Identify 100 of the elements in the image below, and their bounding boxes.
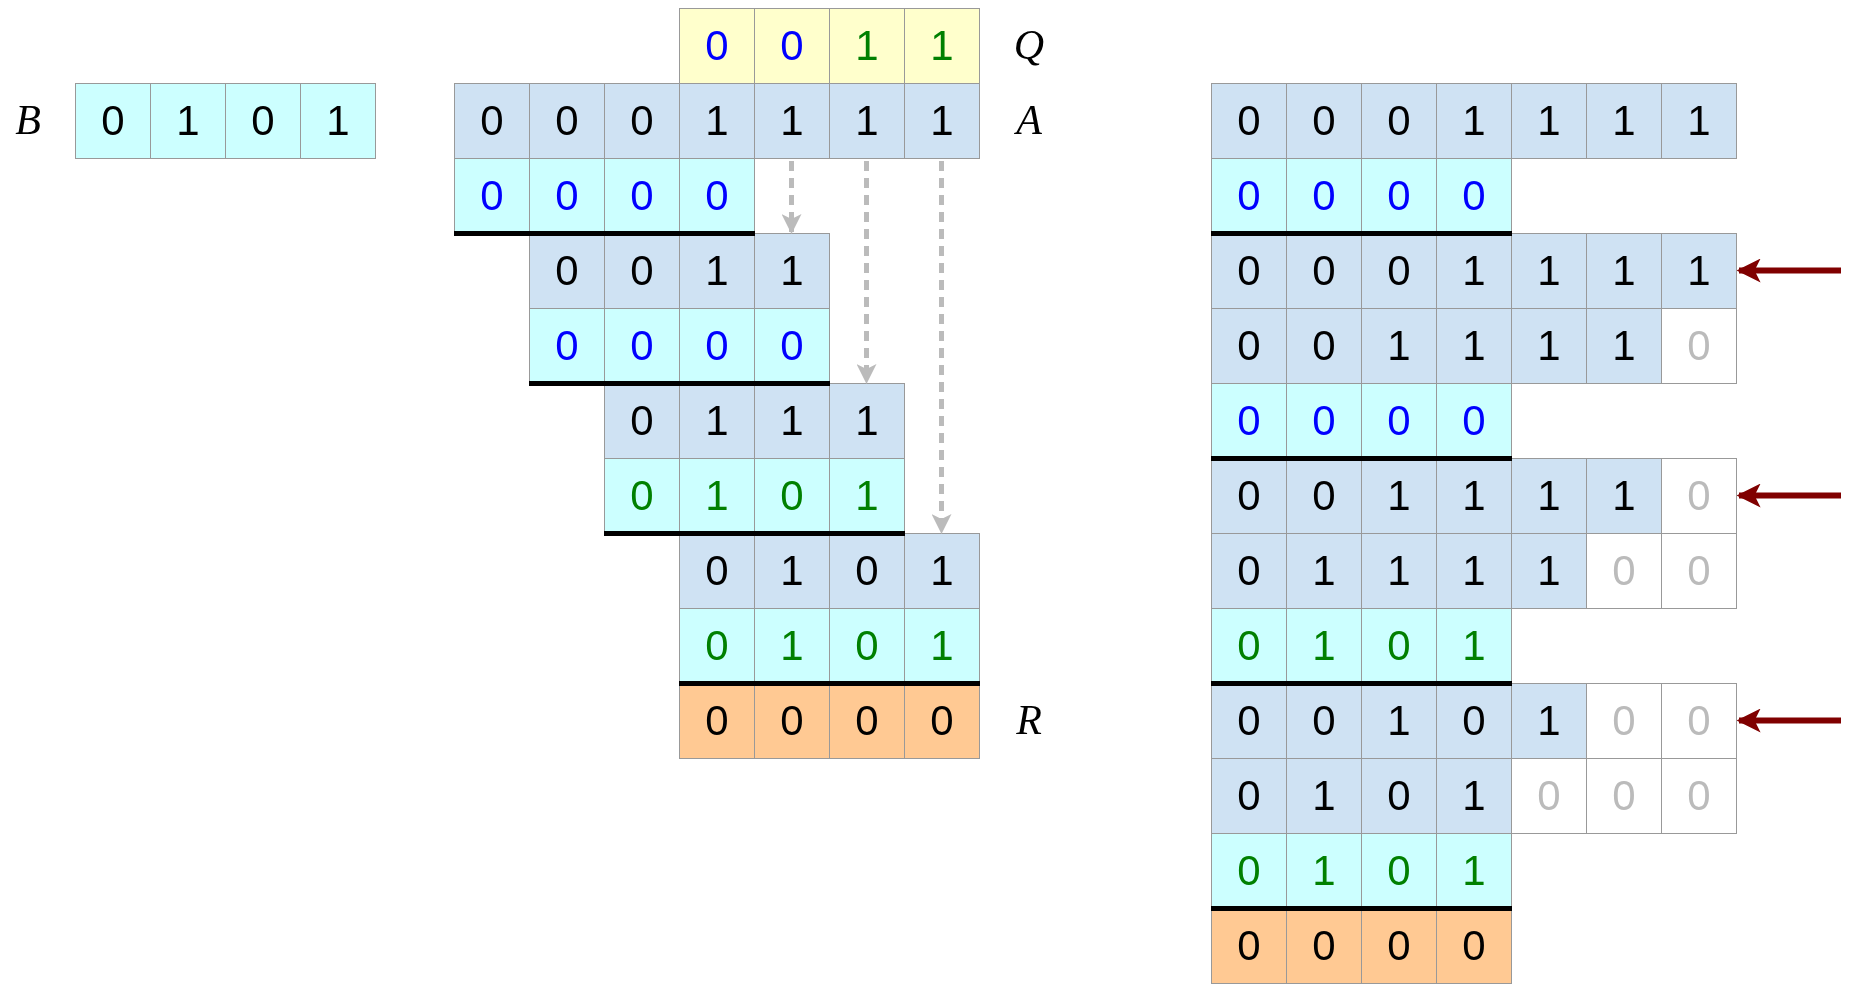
remainder-bit-cell: 0: [1286, 908, 1362, 984]
dividend-bit-cell: 1: [1436, 308, 1512, 384]
arrow: [781, 161, 802, 234]
arrow: [931, 161, 952, 534]
dividend-bit-cell: 0: [1211, 233, 1287, 309]
dividend-bit-cell: 0: [1361, 83, 1437, 159]
dividend-bit-cell: 1: [754, 233, 830, 309]
dividend-bit-cell: 1: [1586, 458, 1662, 534]
divisor-bit-cell: 0: [679, 308, 755, 384]
divisor-bit-cell: 0: [604, 308, 680, 384]
dividend-bit-cell: 0: [1286, 683, 1362, 759]
remainder-bit-cell: 0: [1211, 908, 1287, 984]
dividend-bit-cell: 1: [1586, 83, 1662, 159]
dividend-bit-cell: 1: [904, 533, 980, 609]
dividend-bit-cell: 1: [1436, 233, 1512, 309]
quotient-bit-cell: 0: [754, 8, 830, 84]
dividend-bit-cell: 0: [1361, 758, 1437, 834]
divisor-bit-cell: 0: [754, 308, 830, 384]
divisor-bit-cell: 0: [529, 308, 605, 384]
dividend-bit-cell: 1: [1511, 458, 1587, 534]
dividend-bit-cell: 0: [1436, 683, 1512, 759]
dividend-bit-cell: 1: [1511, 308, 1587, 384]
dividend-bit-cell: 1: [679, 383, 755, 459]
dividend-bit-cell: 0: [829, 533, 905, 609]
dividend-bit-cell: 0: [529, 83, 605, 159]
variable-label: B: [14, 96, 42, 145]
dividend-bit-cell: 0: [604, 383, 680, 459]
dividend-bit-cell: 0: [1211, 83, 1287, 159]
dividend-bit-cell: 1: [1286, 758, 1362, 834]
arrow: [1736, 708, 1841, 733]
divisor-bit-cell: 0: [1361, 158, 1437, 234]
dividend-bit-cell: 1: [1436, 758, 1512, 834]
divisor-bit-cell: 0: [754, 458, 830, 534]
dividend-bit-cell: 0: [1286, 83, 1362, 159]
dividend-bit-cell: 0: [1211, 308, 1287, 384]
dividend-bit-cell: 1: [1586, 308, 1662, 384]
dividend-bit-cell: 0: [1286, 308, 1362, 384]
dividend-bit-cell: 0: [1286, 458, 1362, 534]
divisor-bit-cell: 1: [904, 608, 980, 684]
dividend-bit-cell: 0: [454, 83, 530, 159]
divisor-bit-cell: 1: [150, 83, 226, 159]
dividend-bit-cell: 0: [1286, 233, 1362, 309]
dividend-bit-cell: 0: [1361, 233, 1437, 309]
divisor-bit-cell: 0: [1361, 383, 1437, 459]
dividend-bit-cell: 1: [904, 83, 980, 159]
quotient-bit-cell: 1: [829, 8, 905, 84]
dividend-bit-cell: 0: [679, 533, 755, 609]
quotient-bit-cell: 1: [904, 8, 980, 84]
divisor-bit-cell: 1: [300, 83, 376, 159]
divisor-bit-cell: 0: [1361, 608, 1437, 684]
divisor-bit-cell: 1: [1286, 833, 1362, 909]
dividend-bit-cell: 1: [1661, 83, 1737, 159]
dividend-bit-cell: 0: [1211, 458, 1287, 534]
divisor-bit-cell: 0: [529, 158, 605, 234]
remainder-bit-cell: 0: [754, 683, 830, 759]
dividend-bit-cell: 1: [1511, 683, 1587, 759]
divisor-bit-cell: 0: [829, 608, 905, 684]
divisor-bit-cell: 0: [1361, 833, 1437, 909]
dividend-bit-cell: 1: [754, 83, 830, 159]
padding-bit-cell: 0: [1661, 683, 1737, 759]
dividend-bit-cell: 1: [754, 533, 830, 609]
dividend-bit-cell: 0: [604, 83, 680, 159]
dividend-bit-cell: 0: [604, 233, 680, 309]
dividend-bit-cell: 1: [1436, 533, 1512, 609]
dividend-bit-cell: 1: [1586, 233, 1662, 309]
dividend-bit-cell: 0: [529, 233, 605, 309]
dividend-bit-cell: 0: [1211, 533, 1287, 609]
divisor-bit-cell: 0: [679, 158, 755, 234]
divisor-bit-cell: 0: [1286, 383, 1362, 459]
divisor-bit-cell: 0: [75, 83, 151, 159]
quotient-bit-cell: 0: [679, 8, 755, 84]
arrow: [1736, 258, 1841, 283]
dividend-bit-cell: 1: [1286, 533, 1362, 609]
remainder-bit-cell: 0: [904, 683, 980, 759]
dividend-bit-cell: 1: [1436, 83, 1512, 159]
dividend-bit-cell: 1: [1361, 308, 1437, 384]
dividend-bit-cell: 1: [1511, 533, 1587, 609]
remainder-bit-cell: 0: [829, 683, 905, 759]
arrow: [1736, 483, 1841, 508]
dividend-bit-cell: 0: [1211, 683, 1287, 759]
divisor-bit-cell: 1: [1286, 608, 1362, 684]
dividend-bit-cell: 1: [1361, 458, 1437, 534]
divisor-bit-cell: 0: [679, 608, 755, 684]
variable-label: A: [1013, 96, 1043, 145]
dividend-bit-cell: 1: [1436, 458, 1512, 534]
divisor-bit-cell: 1: [754, 608, 830, 684]
padding-bit-cell: 0: [1661, 758, 1737, 834]
dividend-bit-cell: 1: [679, 83, 755, 159]
variable-label: Q: [1012, 21, 1046, 70]
remainder-bit-cell: 0: [1436, 908, 1512, 984]
divisor-bit-cell: 0: [604, 158, 680, 234]
dividend-bit-cell: 1: [829, 383, 905, 459]
remainder-bit-cell: 0: [1361, 908, 1437, 984]
padding-bit-cell: 0: [1661, 533, 1737, 609]
divisor-bit-cell: 0: [1286, 158, 1362, 234]
padding-bit-cell: 0: [1661, 458, 1737, 534]
padding-bit-cell: 0: [1661, 308, 1737, 384]
variable-label: R: [1015, 696, 1043, 745]
divisor-bit-cell: 0: [604, 458, 680, 534]
divisor-bit-cell: 1: [1436, 608, 1512, 684]
